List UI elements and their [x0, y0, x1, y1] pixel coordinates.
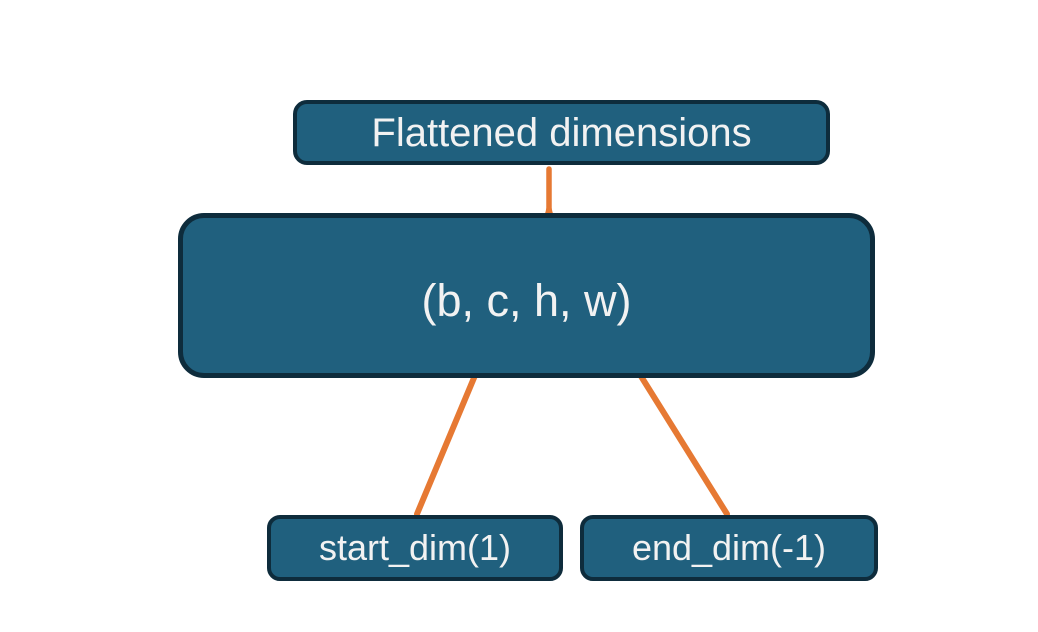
- node-start-dim-label: start_dim(1): [318, 527, 512, 568]
- node-end-dim: end_dim(-1): [580, 515, 878, 581]
- node-flattened-dimensions-label: Flattened dimensions: [371, 110, 752, 155]
- node-end-dim-label: end_dim(-1): [631, 527, 827, 568]
- node-tensor-shape: (b, c, h, w): [178, 213, 875, 378]
- node-flattened-dimensions: Flattened dimensions: [293, 100, 830, 165]
- node-start-dim: start_dim(1): [267, 515, 563, 581]
- node-tensor-shape-label: (b, c, h, w): [421, 275, 632, 326]
